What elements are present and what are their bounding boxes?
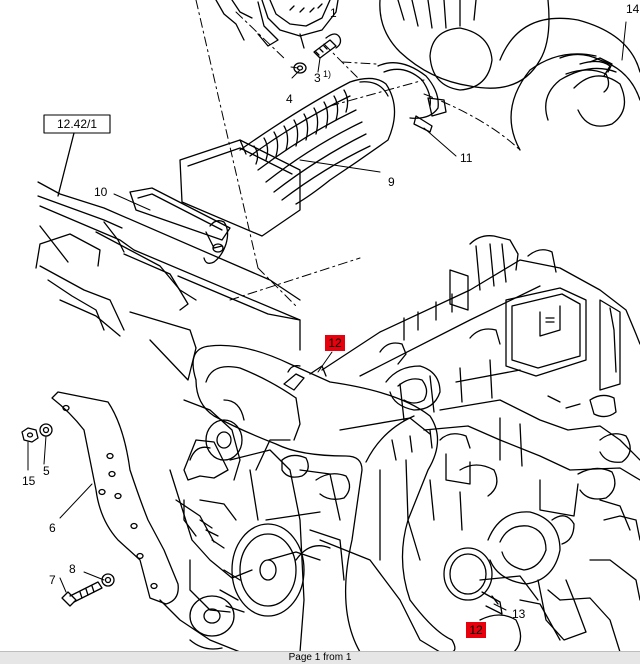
callout-numbers: 12.42/1 1 3 1) 4 5 6 7 8 9 10 11 13 14 1… [22, 2, 640, 621]
callout-3-footnote: 1) [323, 69, 331, 79]
callout-9: 9 [388, 175, 395, 189]
hose-clamp-part-13 [443, 547, 503, 615]
callout-6: 6 [49, 521, 56, 535]
status-bar: Page 1 from 1 [0, 651, 640, 664]
idler-pulley [189, 595, 235, 650]
reference-callout [43, 114, 111, 197]
callout-5: 5 [43, 464, 50, 478]
hose-clamp-part-14 [565, 57, 613, 93]
bracket-part-6 [51, 391, 179, 605]
callout-14: 14 [626, 2, 640, 16]
engine-mount-left [159, 399, 291, 652]
callout-8: 8 [69, 562, 76, 576]
hose-clamp-part-11 [377, 62, 447, 133]
bolt-part-1 [313, 33, 342, 59]
turbocharger [379, 0, 640, 151]
callout-11: 11 [460, 151, 473, 165]
callout-12-top: 12 [328, 336, 342, 350]
nut-part-15 [21, 427, 39, 443]
gear-assembly [215, 0, 339, 49]
assembly-guide-lines [195, 0, 521, 307]
washer-part-5 [39, 423, 53, 437]
gasket-part-10 [129, 187, 231, 264]
crank-pulley [219, 523, 331, 617]
callout-13: 13 [512, 607, 526, 621]
cover-panel [35, 181, 301, 381]
bolt-part-7 [61, 581, 103, 607]
callout-12-bottom: 12 [469, 623, 483, 637]
intake-hose-part-9 [179, 77, 396, 237]
turbo-outlet [479, 511, 587, 652]
callout-1: 1 [330, 6, 337, 20]
callout-7: 7 [49, 573, 56, 587]
charge-air-hose-part-12 [192, 344, 456, 652]
callout-3: 3 [314, 71, 321, 85]
highlight-marker-12-top[interactable]: 12 [325, 335, 345, 351]
callout-10: 10 [94, 185, 108, 199]
highlight-marker-12-bottom[interactable]: 12 [466, 622, 486, 638]
page-indicator: Page 1 from 1 [288, 652, 352, 663]
fan-pulley [205, 419, 243, 461]
leader-lines [27, 21, 627, 611]
callout-15: 15 [22, 474, 36, 488]
reference-label: 12.42/1 [57, 117, 97, 131]
callout-4: 4 [286, 92, 293, 106]
washer-part-8 [101, 573, 115, 587]
